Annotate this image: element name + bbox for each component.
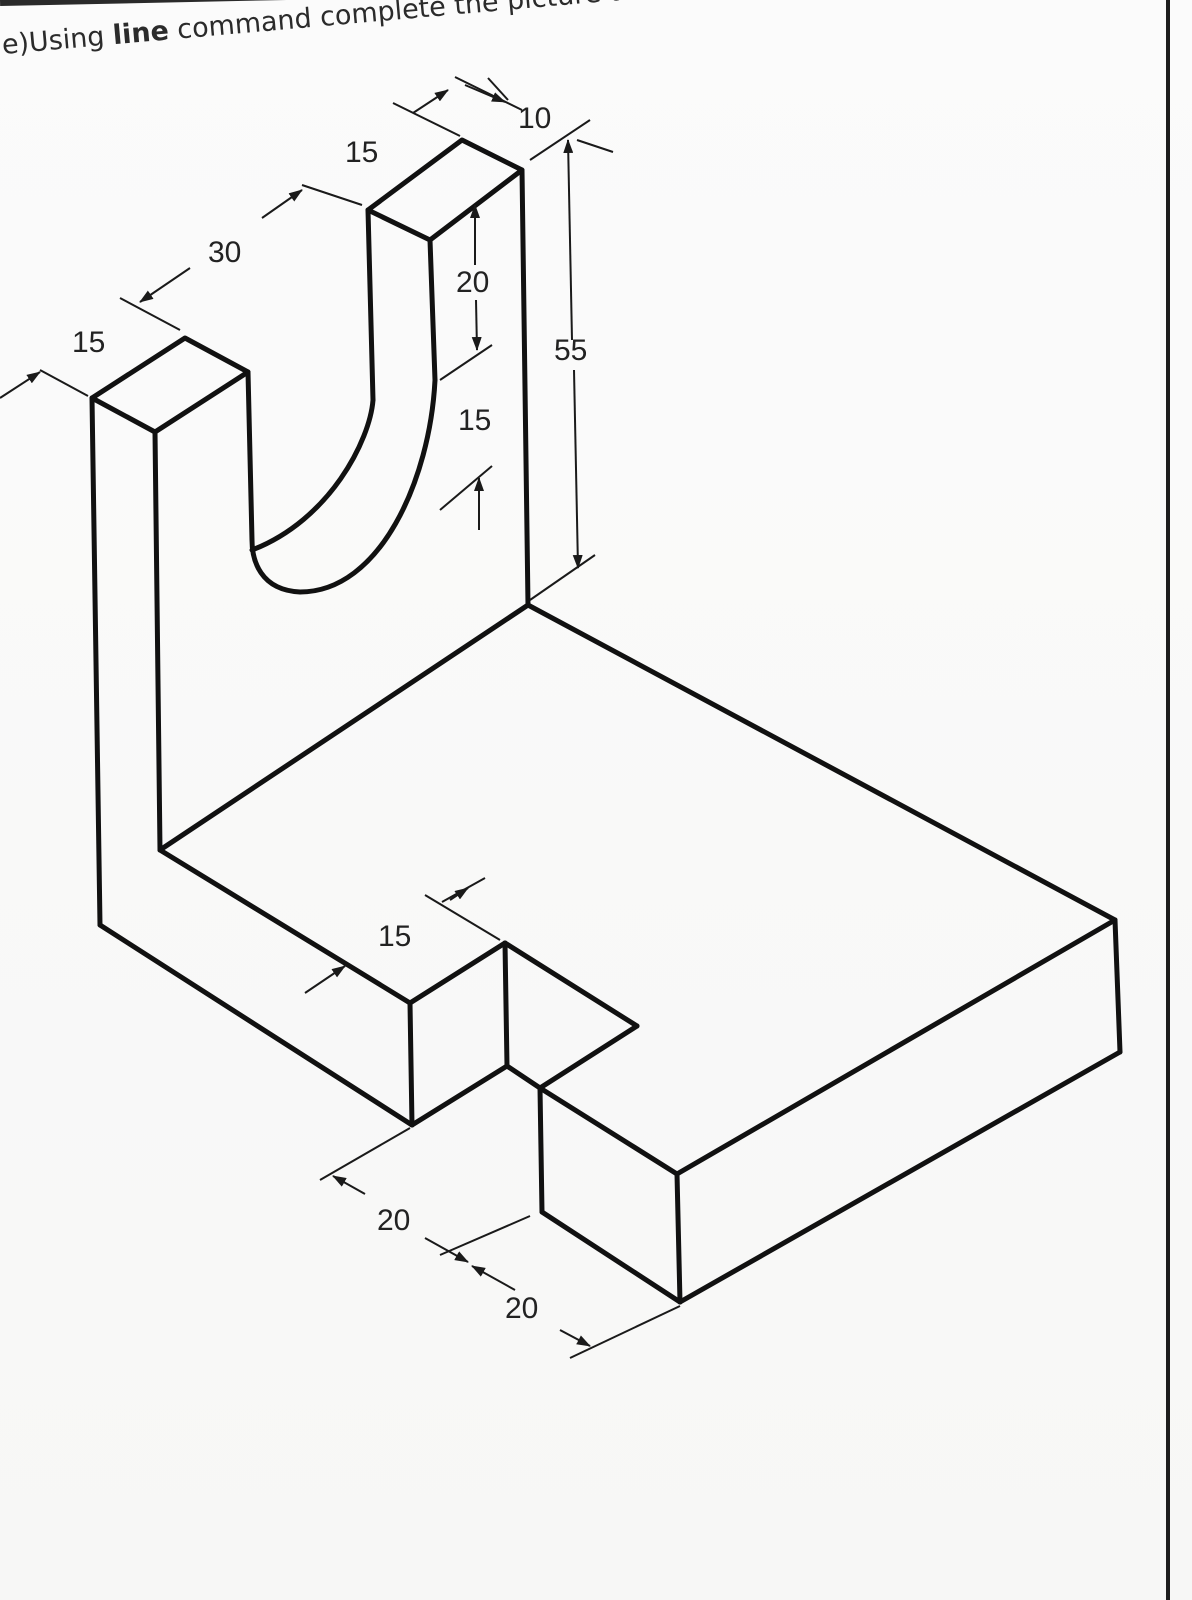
notch-top-left (407, 940, 508, 1006)
right-border (1166, 0, 1170, 1600)
base-bottom-right-edge (677, 1049, 1123, 1305)
left-post-top-face (89, 335, 251, 435)
object-outline (89, 137, 1123, 1305)
dim-label-slot-straight: 20 (456, 266, 489, 299)
base-right-vertical (1112, 917, 1123, 1055)
notch-floor-left (409, 1063, 510, 1128)
left-base-bottom-edge (97, 922, 415, 1128)
front-block-bottom-edge (539, 1209, 683, 1305)
upright-top-face (365, 137, 525, 243)
notch-left-vertical (407, 1000, 415, 1128)
dimension-lines (0, 76, 681, 1359)
upright-rear-edge (519, 167, 531, 608)
base-right-back-edge (525, 602, 1118, 923)
base-front-top-edge (674, 917, 1118, 1177)
left-post-inner-edge (152, 429, 163, 853)
slot-right-back-wall (365, 207, 376, 403)
notch-back-vertical (502, 940, 510, 1069)
dim-label-top-depth: 10 (518, 102, 551, 135)
front-block-left-vertical (537, 1085, 545, 1215)
slot-back-curve (249, 397, 376, 553)
dim-label-bottom-right: 20 (505, 1292, 538, 1325)
dimension-labels: 10 15 30 15 20 15 55 15 20 20 (72, 102, 587, 1325)
slot-left-wall (245, 369, 438, 595)
left-base-top-edge (157, 847, 413, 1006)
dim-label-upright-thickness: 15 (345, 136, 378, 169)
dim-label-slot-radius: 15 (458, 404, 491, 437)
left-post-front-edge (89, 395, 103, 928)
base-inner-back-edge (157, 602, 531, 853)
base-front-corner-vertical (674, 1171, 683, 1305)
slot-right-front-wall (427, 237, 438, 383)
dim-label-notch-depth: 15 (378, 920, 411, 953)
notch-floor-back (504, 1063, 543, 1091)
dim-label-slot-width: 30 (208, 236, 241, 269)
dim-label-left-post: 15 (72, 326, 105, 359)
front-block-top-edge (537, 1085, 680, 1177)
dim-label-upright-height: 55 (554, 334, 587, 367)
notch-top-right (502, 940, 640, 1029)
notch-floor-right (537, 1023, 640, 1091)
dim-label-bottom-left: 20 (377, 1204, 410, 1237)
